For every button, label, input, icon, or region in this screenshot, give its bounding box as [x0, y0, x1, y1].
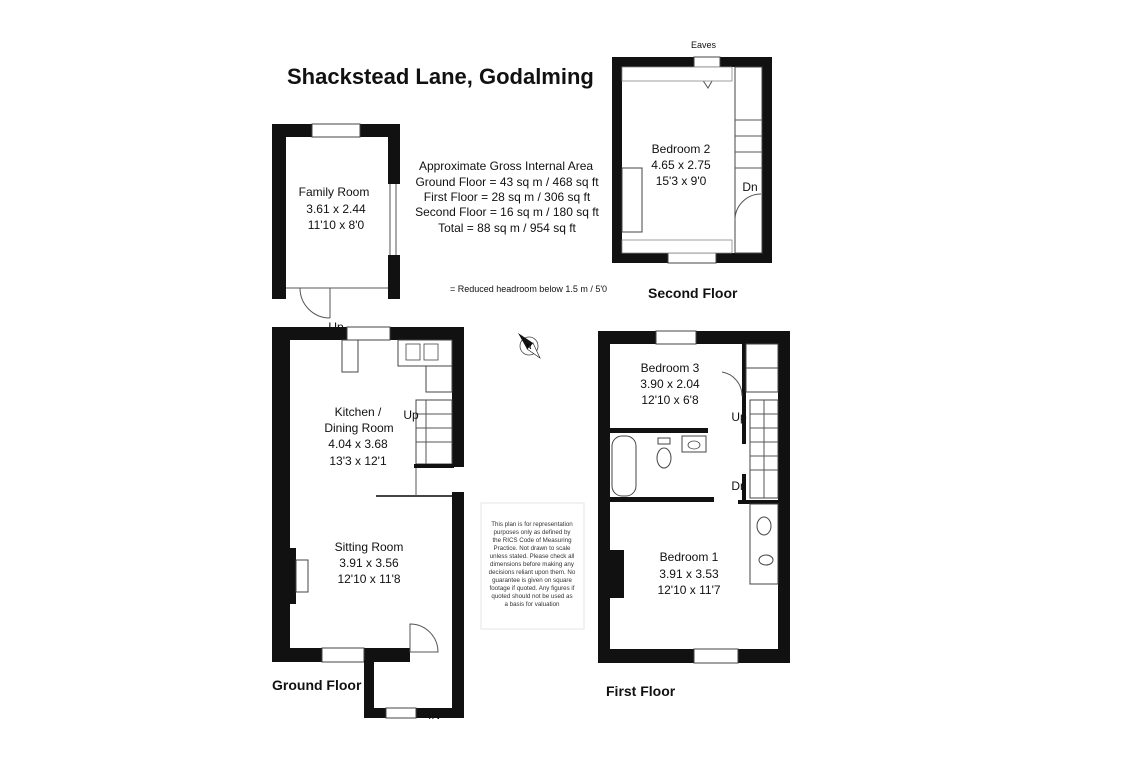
bedroom3-metric: 3.90 x 2.04 [640, 377, 700, 391]
first-floor-label: First Floor [606, 683, 676, 699]
wall [388, 255, 400, 299]
wall [388, 124, 400, 184]
bedroom1-metric: 3.91 x 3.53 [659, 567, 719, 581]
wall [778, 331, 790, 663]
bedroom2-name: Bedroom 2 [652, 142, 711, 156]
plan-title: Shackstead Lane, Godalming [287, 64, 594, 89]
disclaimer-line: Practice. Not drawn to scale [493, 545, 571, 552]
window [346, 326, 391, 341]
second-floor-plan [612, 56, 772, 264]
wall [598, 331, 610, 663]
kitchen-name-line2: Dining Room [324, 421, 393, 435]
family-room-name: Family Room [299, 185, 370, 199]
wall [452, 327, 464, 467]
disclaimer-line: purposes only as defined by [493, 529, 571, 536]
wall [598, 649, 694, 663]
first-floor-up-marker: Up [731, 410, 747, 424]
ground-floor-label: Ground Floor [272, 677, 362, 693]
wall [452, 492, 464, 662]
sitting-room-name: Sitting Room [335, 540, 404, 554]
area-first: First Floor = 28 sq m / 306 sq ft [424, 190, 591, 204]
sitting-room-imperial: 12'10 x 11'8 [337, 572, 400, 586]
kitchen-name-line1: Kitchen / [335, 405, 382, 419]
second-floor-dn-marker: Dn [742, 180, 757, 194]
area-total: Total = 88 sq m / 954 sq ft [438, 221, 576, 235]
area-heading: Approximate Gross Internal Area [419, 159, 593, 173]
eaves-label: Eaves [691, 40, 717, 50]
compass-icon: N [518, 333, 541, 359]
wall [612, 57, 772, 67]
kitchen-imperial: 13'3 x 12'1 [329, 454, 387, 468]
first-floor-dn-marker: Dn [731, 479, 746, 493]
wall [364, 660, 374, 718]
bedroom3-imperial: 12'10 x 6'8 [641, 393, 699, 407]
disclaimer-line: unless stated. Please check all [490, 553, 575, 560]
wall [762, 57, 772, 263]
wall [598, 331, 656, 344]
wall [272, 327, 347, 340]
bedroom2-metric: 4.65 x 2.75 [651, 158, 711, 172]
wall [716, 253, 772, 263]
wall [612, 253, 668, 263]
kitchen-metric: 4.04 x 3.68 [328, 437, 388, 451]
wall [272, 327, 290, 661]
wall [272, 124, 312, 137]
wall [364, 708, 386, 718]
wall [696, 331, 790, 344]
bedroom3-name: Bedroom 3 [641, 361, 700, 375]
disclaimer-box [480, 502, 585, 630]
ground-floor-plan [272, 123, 464, 719]
disclaimer-line: footage if quoted. Any figures if [490, 585, 575, 592]
wall [272, 124, 286, 299]
family-room-imperial: 11'10 x 8'0 [308, 218, 365, 232]
disclaimer-line: the RICS Code of Measuring [492, 537, 572, 544]
first-floor-plan [598, 330, 790, 664]
wall [390, 327, 464, 340]
disclaimer-line: a basis for valuation [504, 601, 560, 608]
window [311, 123, 361, 138]
family-room-metric: 3.61 x 2.44 [306, 202, 366, 216]
kitchen-up-marker: Up [403, 408, 419, 422]
sitting-room-metric: 3.91 x 3.56 [339, 556, 399, 570]
disclaimer-line: decisions reliant upon them. No [489, 569, 576, 576]
disclaimer-line: This plan is for representation [491, 521, 573, 528]
up-marker: Up [328, 320, 344, 334]
wall [452, 660, 464, 718]
disclaimer-line: quoted should not be used as [491, 593, 572, 600]
area-ground: Ground Floor = 43 sq m / 468 sq ft [415, 175, 599, 189]
wall [738, 649, 790, 663]
wall [364, 648, 410, 662]
second-floor-label: Second Floor [648, 285, 738, 301]
area-second: Second Floor = 16 sq m / 180 sq ft [415, 205, 599, 219]
bedroom1-imperial: 12'10 x 11'7 [657, 583, 720, 597]
wall [272, 648, 322, 662]
wall [416, 708, 464, 718]
window [321, 647, 365, 663]
disclaimer-line: guarantee is given on square [492, 577, 572, 584]
headroom-note: = Reduced headroom below 1.5 m / 5'0 [450, 284, 607, 294]
wall [612, 57, 622, 263]
bedroom1-name: Bedroom 1 [660, 550, 719, 564]
bedroom2-imperial: 15'3 x 9'0 [656, 174, 707, 188]
disclaimer-line: dimensions before making any [490, 561, 575, 568]
in-marker: IN [428, 708, 440, 722]
compass-label: N [526, 344, 531, 351]
